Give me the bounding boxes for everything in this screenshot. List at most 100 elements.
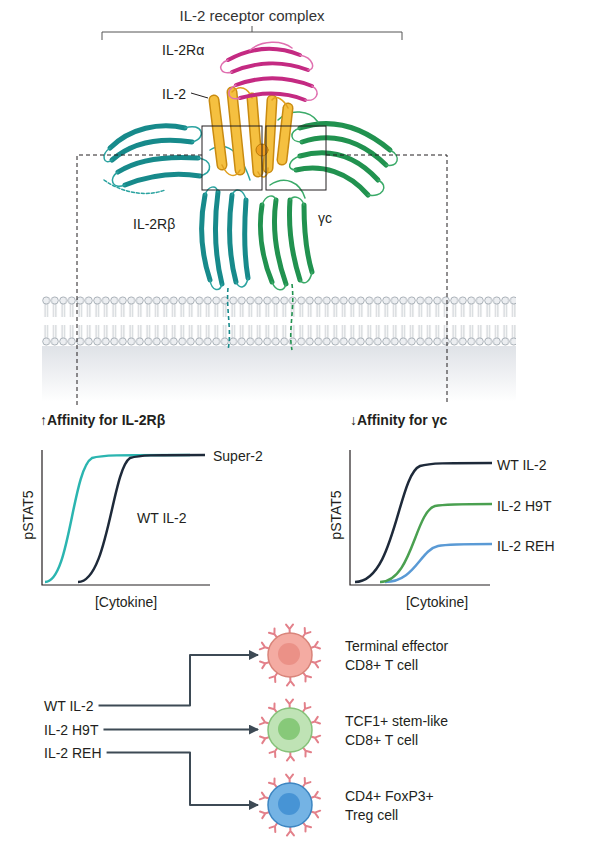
il2rb-receptor xyxy=(205,187,218,195)
title-text-box: IL-2 receptor complex xyxy=(179,6,324,25)
series-label: Super-2 xyxy=(213,448,263,464)
cell-type-label-box: TCF1+ stem-like CD8+ T cell xyxy=(345,711,480,749)
cell-icon xyxy=(303,747,311,757)
cytokine-label-node: IL-2 H9T xyxy=(44,720,98,739)
part-label-box: IL-2Rα xyxy=(162,40,204,59)
left-chart xyxy=(42,450,210,585)
cell-icon xyxy=(258,623,322,687)
series-label: IL-2 REH xyxy=(497,538,555,554)
il2rb-receptor xyxy=(215,192,222,284)
gamma-c-receptor xyxy=(272,282,286,290)
axis-label-box: pSTAT5 xyxy=(18,490,37,539)
panel-heading-box: ↓Affinity for γc xyxy=(350,410,447,429)
cell-icon xyxy=(302,778,310,788)
title-bracket xyxy=(252,26,253,32)
gamma-c-receptor xyxy=(290,197,304,205)
il2rb-receptor xyxy=(232,190,246,200)
il2-cytokine xyxy=(232,92,240,170)
il2ra-receptor xyxy=(305,86,317,100)
gamma-c-receptor xyxy=(289,200,300,280)
cytokine-name: IL-2 REH xyxy=(44,745,102,761)
flow-arrow xyxy=(99,655,258,706)
gamma-c-receptor xyxy=(386,150,397,165)
gamma-c-receptor xyxy=(368,180,384,195)
gamma-c-receptor xyxy=(304,205,312,272)
axis-label: pSTAT5 xyxy=(20,490,36,539)
cell-type-label: TCF1+ stem-like CD8+ T cell xyxy=(345,713,448,748)
gamma-c-receptor xyxy=(296,168,368,195)
il2ra-receptor xyxy=(300,55,313,70)
il2-cytokine xyxy=(268,100,272,168)
axis-label: [Cytokine] xyxy=(95,594,157,610)
transmembrane-segments xyxy=(228,288,230,350)
il2-cytokine xyxy=(214,100,222,165)
flow-arrow xyxy=(107,753,258,805)
il2-cytokine xyxy=(282,108,288,160)
cell-icon xyxy=(270,747,278,757)
cell-icon xyxy=(258,698,322,762)
cell-type-label-box: Terminal effector CD8+ T cell xyxy=(345,636,480,674)
title-text: IL-2 receptor complex xyxy=(179,7,324,24)
super2-curve xyxy=(45,455,190,582)
cytokine-name: IL-2 H9T xyxy=(44,722,98,738)
gamma-c-receptor xyxy=(260,205,272,282)
series-label-box: IL-2 REH xyxy=(497,536,555,555)
il2ra-receptor xyxy=(250,42,292,50)
il2-cytokine xyxy=(214,92,288,172)
panel-heading-box: ↑Affinity for IL-2Rβ xyxy=(40,410,165,429)
axis-label-box: [Cytokine] xyxy=(95,592,157,611)
zoom-guide-line xyxy=(77,155,202,405)
il2rb-receptor xyxy=(118,157,198,172)
cell-icon xyxy=(269,778,277,788)
series-label: WT IL-2 xyxy=(137,510,187,526)
series-label-box: IL-2 H9T xyxy=(497,496,551,515)
il2-cytokine xyxy=(222,165,240,175)
part-label-box: IL-2Rβ xyxy=(133,214,175,233)
cell-node: CD4+ FoxP3+ Treg cell xyxy=(258,773,322,837)
il2rb-receptor xyxy=(125,174,200,185)
flow-arrow xyxy=(103,729,258,731)
il2ra-receptor xyxy=(240,94,305,100)
il2-cytokine xyxy=(222,88,288,177)
cell-icon xyxy=(302,703,310,713)
cell-icon xyxy=(268,783,312,827)
interface-box xyxy=(266,126,326,190)
il2-cytokine xyxy=(214,88,288,177)
cell-type-label-box: CD4+ FoxP3+ Treg cell xyxy=(345,786,450,824)
il2-cytokine xyxy=(232,92,240,170)
il2ra-receptor xyxy=(228,49,312,100)
cell-icon xyxy=(269,628,277,638)
cell-icon xyxy=(268,633,312,677)
il2ra-receptor xyxy=(232,63,308,72)
part-label: IL-2 xyxy=(162,86,186,102)
cell-icon xyxy=(270,672,278,682)
cytokine-name: WT IL-2 xyxy=(44,698,94,714)
cell-icon xyxy=(278,793,300,815)
cell-type-label: Terminal effector CD8+ T cell xyxy=(345,638,448,673)
cytokine-label-node: WT IL-2 xyxy=(44,696,94,715)
title-bracket xyxy=(102,26,402,40)
leader-line xyxy=(191,93,208,98)
cell-icon xyxy=(278,643,300,665)
il2rb-receptor xyxy=(202,195,210,280)
il2-cytokine xyxy=(282,108,288,160)
gamma-c-receptor xyxy=(290,156,300,170)
part-label-box: γc xyxy=(318,208,332,227)
transmembrane-segments xyxy=(228,284,293,350)
cell-icon xyxy=(269,703,277,713)
cell-membrane xyxy=(42,296,516,346)
il2-cytokine xyxy=(268,100,272,168)
reh-curve xyxy=(385,544,492,582)
il2-cytokine xyxy=(272,98,288,108)
il2-cytokine xyxy=(214,100,222,165)
il2rb-receptor xyxy=(210,280,222,290)
axis-label-box: pSTAT5 xyxy=(326,490,345,539)
cell-icon xyxy=(303,672,311,682)
il2rb-receptor xyxy=(110,126,248,284)
cytoplasm-shade xyxy=(42,346,516,402)
axis-label-box: [Cytokine] xyxy=(406,592,468,611)
series-label: IL-2 H9T xyxy=(497,498,551,514)
leader-line xyxy=(191,93,208,98)
il2ra-receptor xyxy=(221,42,317,100)
interface-box xyxy=(202,126,326,190)
